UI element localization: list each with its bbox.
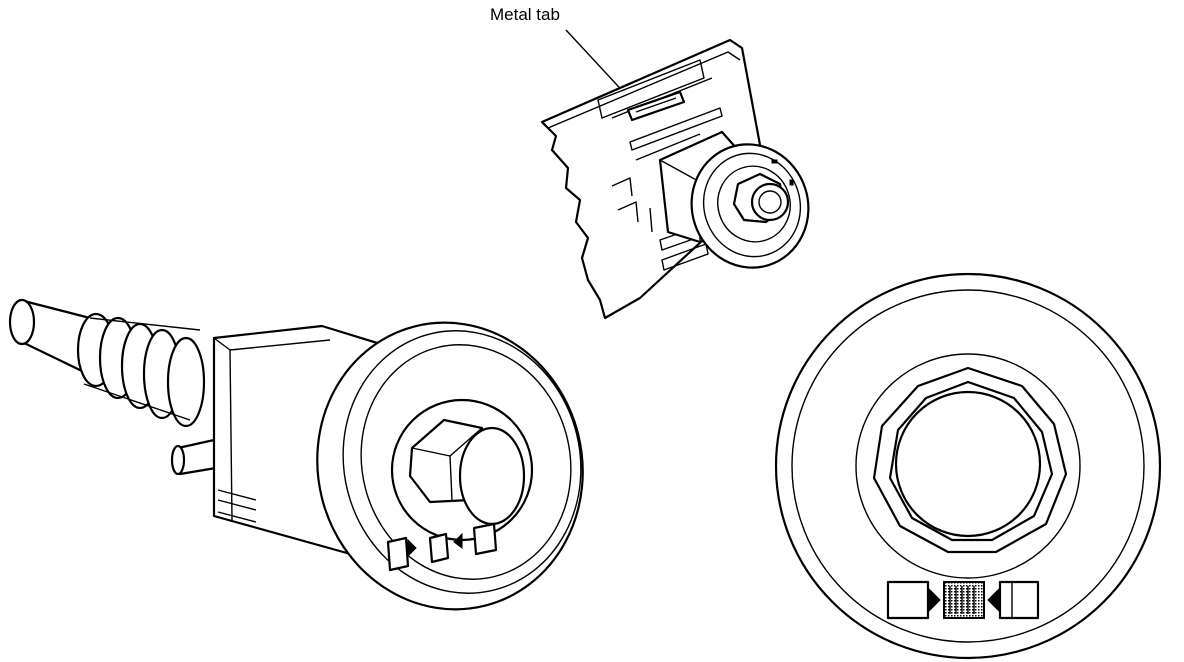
bracket-assembly — [540, 38, 810, 320]
bracket-plate — [540, 38, 762, 320]
alignment-marks-side — [386, 522, 498, 572]
sensor-side-view — [8, 298, 584, 611]
sensor-front-view — [774, 272, 1162, 660]
metal-tab — [626, 90, 686, 122]
alignment-marks-front — [886, 580, 1040, 620]
metal-tab-callout-label: Metal tab — [490, 5, 560, 24]
